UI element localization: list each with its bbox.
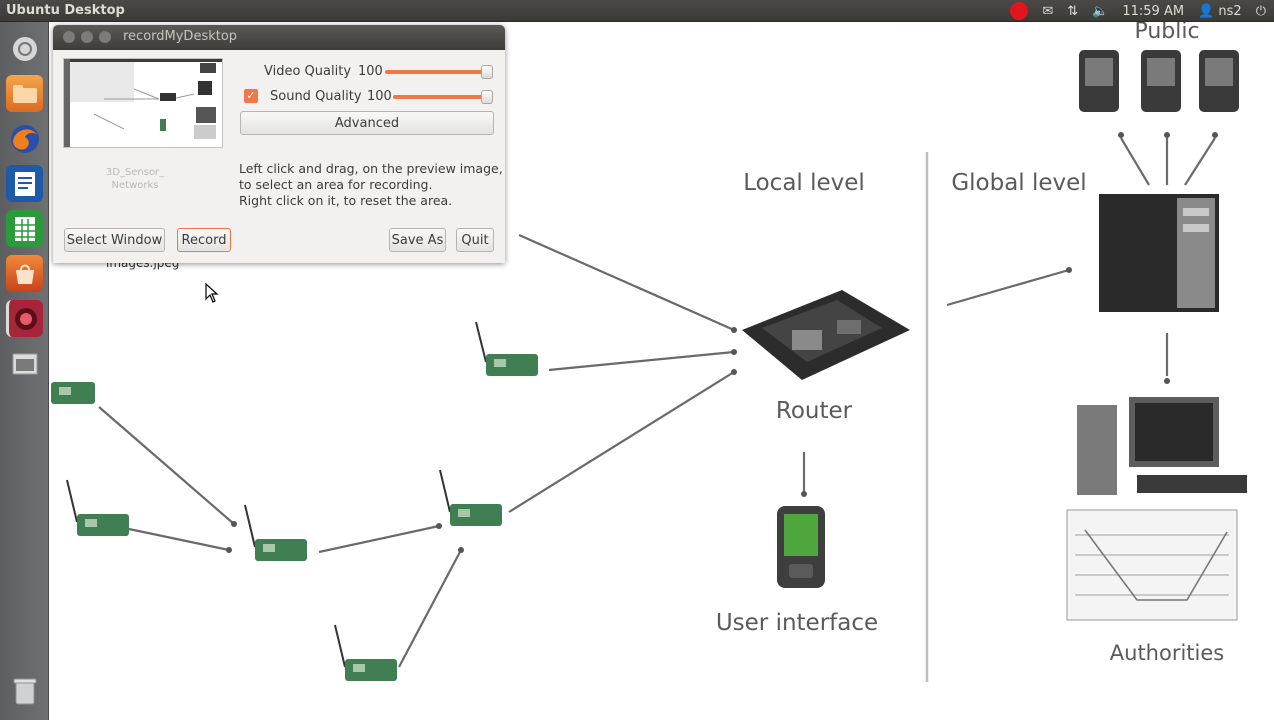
- user-menu[interactable]: 👤 ns2: [1198, 4, 1242, 19]
- slider-handle[interactable]: [481, 90, 493, 104]
- software-center-icon[interactable]: [6, 255, 43, 292]
- slider-fill: [393, 95, 487, 99]
- video-quality-value: 100: [358, 64, 383, 79]
- preview-image[interactable]: [63, 58, 223, 148]
- sensor-node: [66, 479, 129, 536]
- calc-icon[interactable]: [6, 210, 43, 247]
- record-button[interactable]: Record: [177, 228, 231, 252]
- trash-icon[interactable]: [6, 672, 43, 709]
- slider-handle[interactable]: [481, 65, 493, 79]
- mouse-cursor-icon: [205, 283, 219, 303]
- maximize-button[interactable]: [99, 31, 111, 43]
- sound-quality-value: 100: [367, 89, 392, 104]
- top-panel: Ubuntu Desktop ✉ ⇅ 🔈 11:59 AM 👤 ns2 ⏻: [0, 0, 1274, 22]
- label-public: Public: [1134, 22, 1199, 44]
- video-quality-slider[interactable]: [385, 65, 493, 79]
- authorities-chart: [1066, 509, 1238, 621]
- window-titlebar[interactable]: recordMyDesktop: [53, 25, 505, 50]
- mail-icon[interactable]: ✉: [1042, 3, 1054, 19]
- preview-caption-line1: 3D_Sensor_: [105, 167, 165, 178]
- recordmydesktop-window: recordMyDesktop 3D_Sensor_ Networks Vide…: [53, 25, 505, 263]
- label-user-interface: User interface: [716, 610, 878, 636]
- sensor-nodes: [51, 321, 538, 681]
- dash-home-icon[interactable]: [6, 30, 43, 67]
- close-button[interactable]: [63, 31, 75, 43]
- launcher: [0, 22, 49, 720]
- indicator-area: ✉ ⇅ 🔈 11:59 AM 👤 ns2 ⏻: [1010, 0, 1266, 22]
- label-local-level: Local level: [743, 170, 865, 196]
- slider-fill: [385, 70, 487, 74]
- clock[interactable]: 11:59 AM: [1122, 3, 1185, 19]
- help-line: to select an area for recording.: [239, 177, 433, 192]
- sound-quality-label: Sound Quality: [270, 89, 362, 104]
- diagram-connections: [98, 137, 1216, 682]
- select-window-button[interactable]: Select Window: [64, 228, 165, 252]
- sound-enabled-checkbox[interactable]: ✓: [244, 89, 258, 103]
- desktop-background: Public Local level Global level Router U…: [49, 22, 1274, 720]
- sound-quality-slider[interactable]: [393, 90, 493, 104]
- writer-icon[interactable]: [6, 165, 43, 202]
- router-board: [742, 290, 910, 380]
- public-devices: [1079, 50, 1239, 112]
- sensor-network-diagram: Public Local level Global level Router U…: [51, 22, 1247, 682]
- user-name: ns2: [1218, 3, 1242, 19]
- power-icon[interactable]: ⏻: [1255, 3, 1266, 19]
- preview-thumbnail: [64, 59, 222, 147]
- video-quality-label: Video Quality: [264, 64, 352, 79]
- quit-button[interactable]: Quit: [456, 228, 494, 252]
- record-indicator-icon[interactable]: [1010, 2, 1029, 20]
- sensor-node: [439, 469, 502, 526]
- label-router: Router: [776, 398, 853, 424]
- window-title: Ubuntu Desktop: [6, 3, 125, 18]
- window-title-text: recordMyDesktop: [123, 29, 238, 44]
- user-icon: 👤: [1198, 3, 1215, 19]
- label-global-level: Global level: [951, 170, 1086, 196]
- recordmydesktop-icon[interactable]: [6, 300, 43, 337]
- preview-caption-line2: Networks: [111, 180, 159, 191]
- firefox-icon[interactable]: [6, 120, 43, 157]
- files-icon[interactable]: [6, 75, 43, 112]
- sensor-node: [475, 321, 538, 376]
- handheld-device: [777, 506, 825, 588]
- network-icon[interactable]: ⇅: [1067, 3, 1079, 19]
- sensor-node: [334, 624, 397, 681]
- sensor-node: [244, 504, 307, 561]
- help-line: Right click on it, to reset the area.: [239, 193, 453, 208]
- help-line: Left click and drag, on the preview imag…: [239, 161, 503, 176]
- server-tower: [1099, 194, 1219, 312]
- advanced-button[interactable]: Advanced: [240, 111, 494, 135]
- help-text: Left click and drag, on the preview imag…: [239, 161, 503, 209]
- volume-icon[interactable]: 🔈: [1092, 3, 1109, 19]
- diagram-arrowheads: [226, 132, 1218, 553]
- minimize-button[interactable]: [81, 31, 93, 43]
- workspace-icon[interactable]: [6, 345, 43, 382]
- sensor-node: [51, 382, 95, 404]
- workstation-computer: [1077, 397, 1247, 495]
- save-as-button[interactable]: Save As: [389, 228, 446, 252]
- label-authorities: Authorities: [1110, 641, 1224, 665]
